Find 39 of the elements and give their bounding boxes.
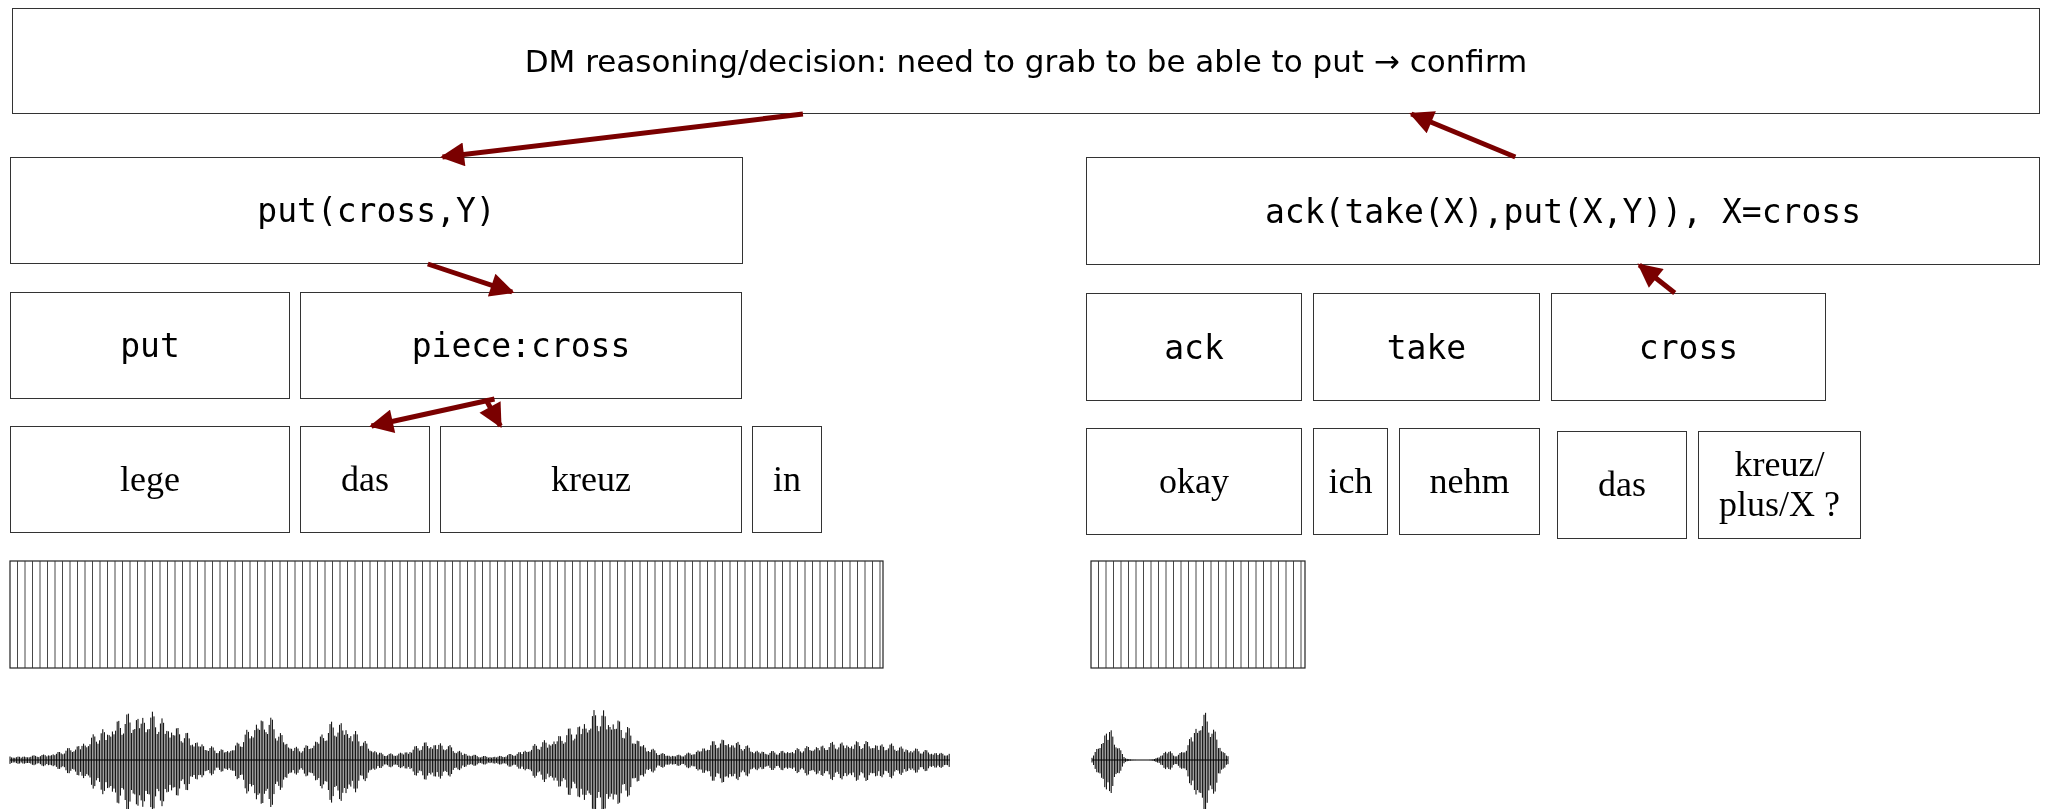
word-box bbox=[1086, 428, 1302, 535]
word-text: ich bbox=[1328, 461, 1373, 502]
word-box bbox=[752, 426, 822, 533]
logical-form-box bbox=[10, 292, 290, 399]
arrow bbox=[427, 261, 515, 297]
logical-form: put bbox=[120, 326, 180, 365]
decision-box bbox=[12, 8, 2040, 114]
logical-form-box bbox=[1086, 157, 2040, 265]
logical-form: ack bbox=[1164, 327, 1224, 367]
logical-form-box bbox=[10, 157, 743, 264]
logical-form: piece:cross bbox=[411, 326, 631, 365]
logical-form-box bbox=[1551, 293, 1826, 401]
word-text: das bbox=[341, 459, 389, 500]
word-text: kreuz/ plus/X ? bbox=[1718, 445, 1841, 525]
logical-form: take bbox=[1386, 327, 1467, 367]
word-box bbox=[1557, 431, 1687, 539]
decision-text: DM reasoning/decision: need to grab to be able to put → confirm bbox=[524, 43, 1528, 79]
arrow bbox=[369, 396, 495, 434]
word-text: lege bbox=[120, 459, 180, 500]
logical-form-box bbox=[300, 292, 742, 399]
word-box bbox=[10, 426, 290, 533]
word-text: in bbox=[773, 459, 801, 500]
word-box bbox=[1313, 428, 1388, 535]
word-text: das bbox=[1598, 465, 1646, 505]
logical-form: ack(take(X),put(X,Y)), X=cross bbox=[1265, 191, 1861, 231]
logical-form-box bbox=[1313, 293, 1540, 401]
logical-form: put(cross,Y) bbox=[257, 191, 496, 230]
arrow bbox=[479, 397, 503, 429]
arrow bbox=[440, 111, 804, 167]
word-text: nehm bbox=[1429, 461, 1510, 502]
logical-form: cross bbox=[1638, 327, 1739, 367]
word-box bbox=[1698, 431, 1861, 539]
word-text: kreuz bbox=[551, 459, 631, 500]
word-text: okay bbox=[1159, 461, 1229, 502]
word-box bbox=[300, 426, 430, 533]
arrow bbox=[1637, 263, 1677, 295]
word-box bbox=[1399, 428, 1540, 535]
word-box bbox=[440, 426, 742, 533]
logical-form-box bbox=[1086, 293, 1302, 401]
